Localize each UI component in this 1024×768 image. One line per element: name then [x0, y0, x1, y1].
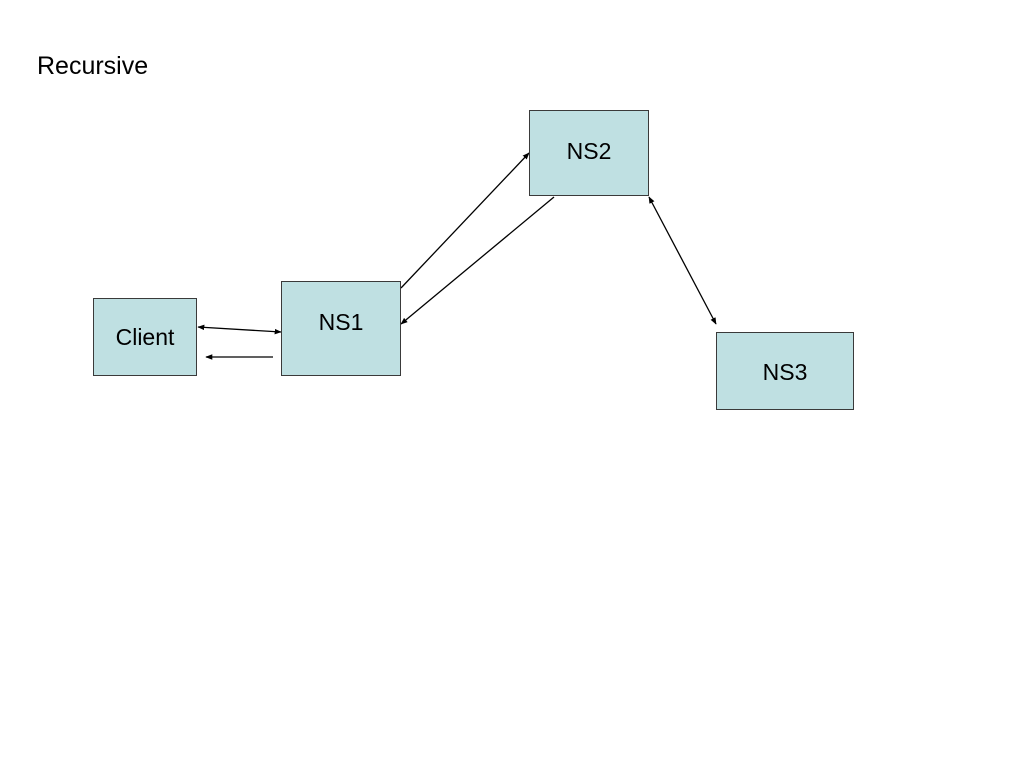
client-label: Client [115, 323, 175, 350]
arrow-ns2-ns1 [400, 196, 555, 325]
client-node: Client [93, 298, 197, 376]
ns3-label: NS3 [762, 358, 808, 385]
arrow-ns1-ns2 [400, 152, 530, 289]
ns2-node: NS2 [529, 110, 649, 196]
ns1-node: NS1 [281, 281, 401, 376]
ns2-label: NS2 [566, 137, 612, 164]
diagram-title: Recursive [37, 52, 149, 80]
ns3-node: NS3 [716, 332, 854, 410]
arrow-ns2-ns3 [648, 196, 717, 325]
ns1-label: NS1 [318, 309, 364, 335]
arrow-client-ns1 [197, 324, 282, 335]
